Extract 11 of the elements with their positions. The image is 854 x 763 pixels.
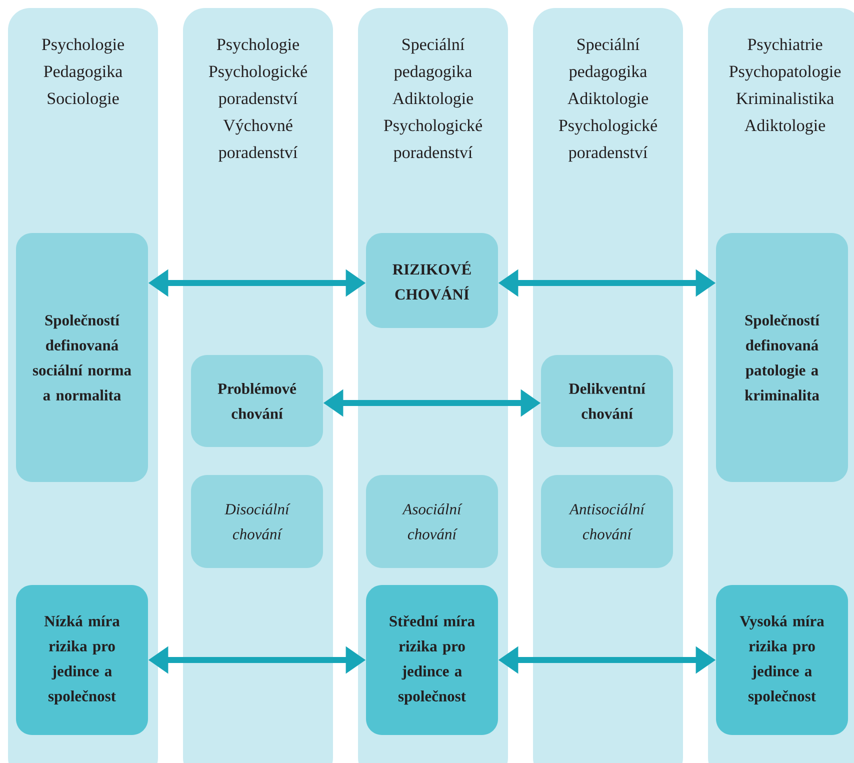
concept-box: Společností definovaná sociální norma a normalita [16,233,148,482]
concept-box: Společností definovaná patologie a kriminalita [716,233,848,482]
risk-box: Nízká míra rizika pro jedince a společnost [16,585,148,735]
behavior-box: Disociální chování [191,475,323,568]
behavior-box: Antisociální chování [541,475,673,568]
risk-box: Střední míra rizika pro jedince a společnost [366,585,498,735]
behavior-box: Delikventní chování [541,355,673,447]
concept-box: RIZIKOVÉ CHOVÁNÍ [366,233,498,328]
behavior-box: Asociální chování [366,475,498,568]
behavior-box: Problémové chování [191,355,323,447]
risk-box: Vysoká míra rizika pro jedince a společnost [716,585,848,735]
